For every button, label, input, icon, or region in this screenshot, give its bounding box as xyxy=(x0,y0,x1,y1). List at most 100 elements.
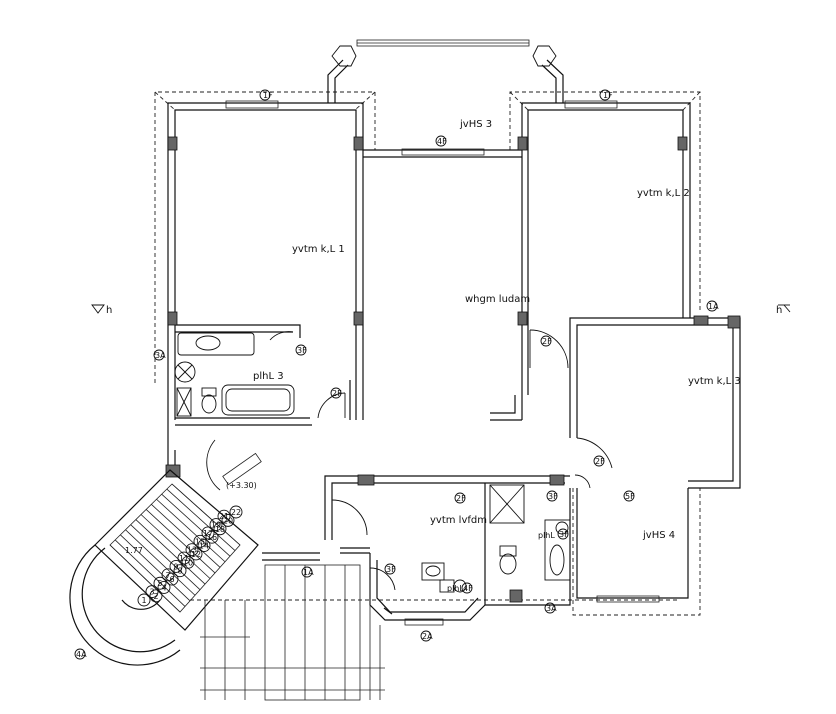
marker-label: 2F xyxy=(332,389,342,398)
marker: 1F xyxy=(259,89,273,101)
marker-label: 4A xyxy=(76,650,87,659)
stair-step-circle xyxy=(145,585,159,599)
marker: 2F xyxy=(540,335,552,347)
stair-tread xyxy=(161,493,231,557)
section-mark-left: h xyxy=(106,305,112,316)
stair-step-circle xyxy=(181,555,195,569)
room-label-bedroom-3: yvtm k,L 3 xyxy=(688,376,741,387)
room-label-bath-3: plhL 3 xyxy=(253,371,284,382)
stair-step-circle xyxy=(149,589,163,603)
stair-step-circle xyxy=(213,522,227,536)
stair-step-circle xyxy=(185,543,199,557)
stair-step-circle xyxy=(217,509,231,523)
stair-step-label: 22 xyxy=(231,508,241,517)
marker: 2F xyxy=(330,387,342,399)
marker-label: 1A xyxy=(303,568,314,577)
room-label-bath-small: plhL xyxy=(447,584,464,593)
room-label-bedroom-2: yvtm k,L 2 xyxy=(637,188,690,199)
stair-tread xyxy=(140,514,211,579)
marker-label: 2F xyxy=(542,337,552,346)
stair-step-label: 21 xyxy=(219,512,229,521)
balcony-railing xyxy=(200,552,385,701)
room-label-bath-right: plhL xyxy=(538,531,555,540)
walls xyxy=(167,100,741,626)
marker-label: 3F xyxy=(297,346,307,355)
section-marks: h h xyxy=(91,304,791,316)
stair-step-circle xyxy=(205,530,219,544)
marker-label: 5F xyxy=(625,492,635,501)
stair-step-circle xyxy=(165,572,179,586)
stair-step-circle xyxy=(153,576,167,590)
room-label-balcony-4: jvHS 4 xyxy=(642,530,675,541)
marker-label: 2F xyxy=(595,457,605,466)
stair-step-label: 15 xyxy=(195,537,205,546)
room-label-living: whgm ludam xyxy=(465,294,530,305)
stair-step-label: 11 xyxy=(179,554,189,563)
stair-tread xyxy=(171,483,241,546)
stair-tread xyxy=(130,524,201,590)
stair-step-label: 3 xyxy=(149,588,154,597)
stair-tread xyxy=(156,498,226,563)
stair-step-circle xyxy=(197,539,211,552)
marker-label: 1F xyxy=(603,91,613,100)
marker: 1F xyxy=(599,89,613,101)
marker: 4A xyxy=(74,648,87,660)
bath-fixtures xyxy=(174,332,571,593)
stair-step-label: 19 xyxy=(211,521,221,530)
stair-step-label: 7 xyxy=(165,571,170,580)
marker-label: 3A xyxy=(546,604,557,613)
stair-step-circle xyxy=(209,518,223,532)
marker-label: 3F xyxy=(386,565,396,574)
stair-step-circle xyxy=(157,580,171,594)
stair-tread xyxy=(151,504,221,568)
stair-step-circle xyxy=(177,551,191,565)
marker: 3A xyxy=(544,602,557,614)
marker-label: 2F xyxy=(456,494,466,503)
marker: 4F xyxy=(461,582,473,594)
marker-label: 3F xyxy=(548,492,558,501)
stair-tread xyxy=(135,519,206,585)
marker: 1A xyxy=(706,300,719,312)
marker: 3F xyxy=(384,563,396,575)
stair-tread xyxy=(145,509,216,574)
stair-tread xyxy=(114,539,186,607)
marker: 2A xyxy=(420,630,433,642)
stair-step-label: 5 xyxy=(157,579,162,588)
section-mark-right: h xyxy=(776,305,782,316)
stair-step-label: 13 xyxy=(187,546,197,555)
stair-tread xyxy=(109,544,181,613)
marker: 4F xyxy=(435,135,447,147)
marker: 1A xyxy=(301,566,314,578)
marker: 2F xyxy=(593,455,605,467)
marker-label: 4F xyxy=(437,137,447,146)
markers: 1F 1F 4F 3F 2F 3A 2F 1A 2F 3F 2F 5F 3F 4… xyxy=(74,89,719,660)
stair-step-circle xyxy=(193,534,207,548)
marker: 3F xyxy=(557,528,569,540)
marker: 5F xyxy=(623,490,635,502)
stair-tread xyxy=(120,534,191,602)
room-label-balcony-3: jvHS 3 xyxy=(459,119,492,130)
stair-step-circle xyxy=(137,593,151,607)
marker-label: 3F xyxy=(559,530,569,539)
marker-label: 3A xyxy=(155,351,166,360)
stair-step-circle xyxy=(189,547,203,561)
room-label-bedroom-1: yvtm k,L 1 xyxy=(292,244,345,255)
marker-label: 4F xyxy=(463,584,473,593)
marker: 3F xyxy=(546,490,558,502)
stair-step-circle xyxy=(173,564,187,578)
stair-width-label: 1.77 xyxy=(125,546,143,555)
marker: 3A xyxy=(153,349,166,361)
stair-step-circle xyxy=(201,526,215,540)
stair-step-circle xyxy=(221,513,235,527)
marker-label: 2A xyxy=(422,632,433,641)
stair-step-label: 9 xyxy=(173,562,178,571)
stair-step-circle xyxy=(229,505,243,519)
stair-step-label: 17 xyxy=(203,529,213,538)
stair-tread xyxy=(166,488,236,551)
stair-step-circle xyxy=(161,568,175,582)
marker: 3F xyxy=(295,344,307,356)
bay-window xyxy=(327,39,564,103)
stair-tread xyxy=(125,529,196,596)
room-labels: yvtm k,L 1 yvtm k,L 2 yvtm k,L 3 jvHS 3 … xyxy=(253,119,741,593)
